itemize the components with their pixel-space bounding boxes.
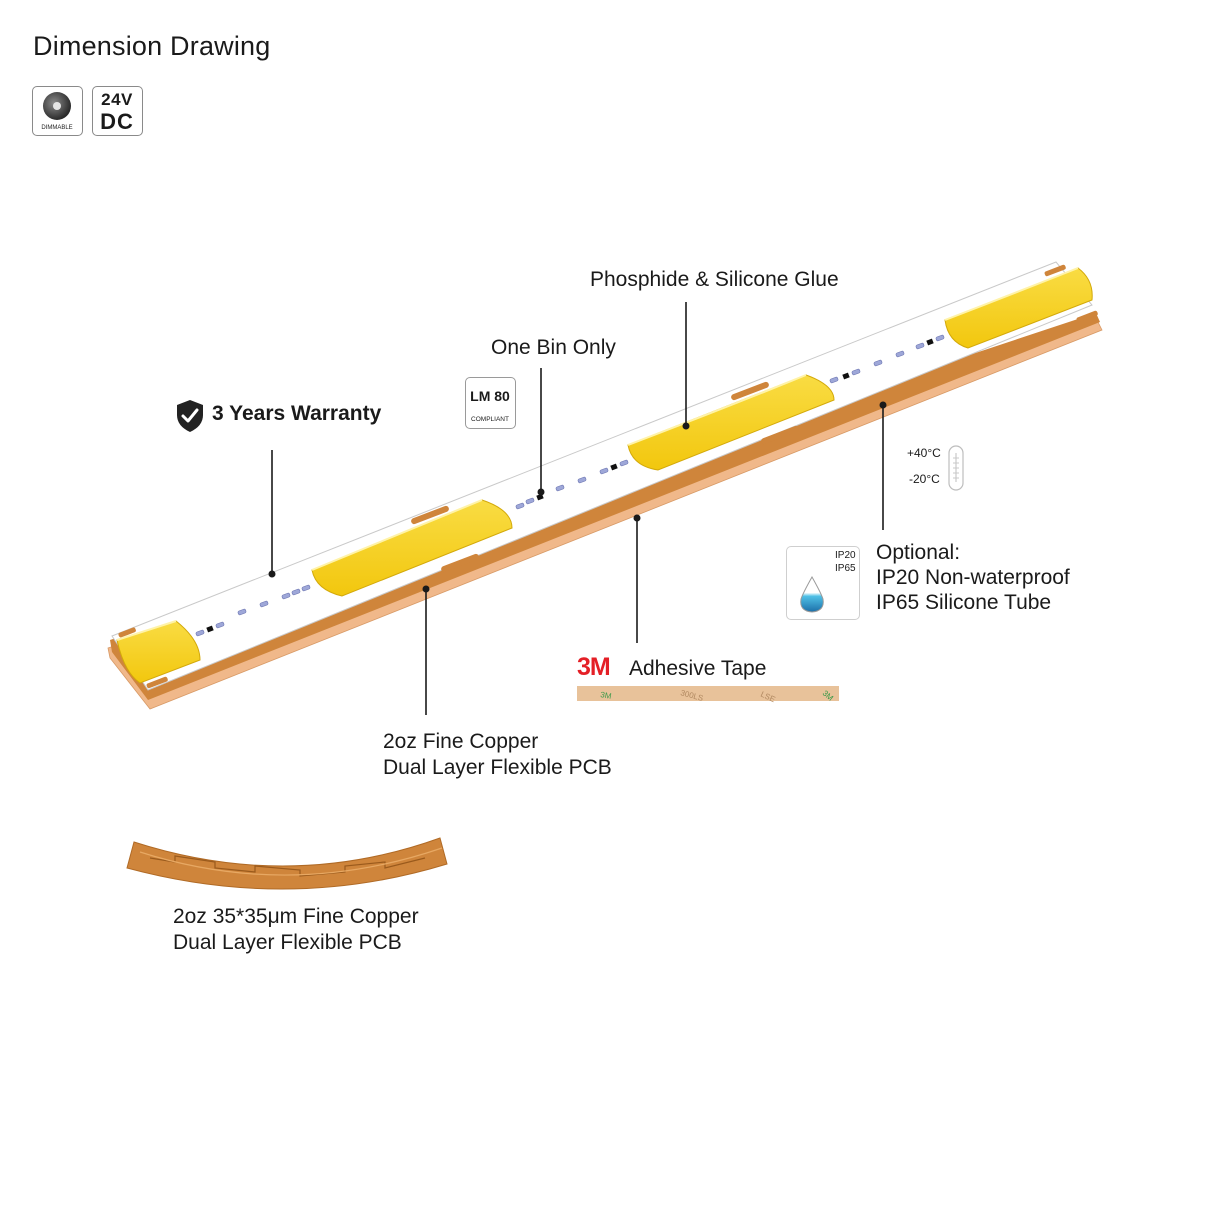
page-title: Dimension Drawing [33, 31, 271, 61]
ip-line1: IP20 [835, 550, 856, 561]
warranty-label: 3 Years Warranty [212, 402, 382, 425]
voltage-line2: DC [100, 109, 134, 134]
ip-line2: IP65 [835, 563, 856, 574]
cross-section-line1: 2oz 35*35μm Fine Copper [173, 905, 419, 928]
pcb-line2: Dual Layer Flexible PCB [383, 756, 612, 779]
shield-check-icon [177, 400, 203, 432]
leader-lines [268, 302, 887, 715]
tape-sample: 3M 300LS LSE 3M [577, 686, 839, 704]
solder-pads [118, 264, 1098, 689]
svg-text:3M: 3M [600, 690, 613, 701]
voltage-line1: 24V [101, 90, 133, 109]
phosphor-segment-3 [627, 374, 835, 471]
phosphor-segments [116, 267, 1093, 684]
adhesive-tape-label: Adhesive Tape [629, 657, 767, 680]
dimmable-icon [43, 92, 71, 120]
lm80-line1: LM 80 [470, 388, 510, 404]
pcb-cross-section [126, 837, 448, 890]
phosphor-segment-4 [944, 267, 1093, 349]
pcb-top [111, 261, 1093, 691]
optional-line1: Optional: [876, 541, 961, 564]
thermometer-icon [948, 445, 964, 491]
temp-low: -20°C [909, 472, 940, 486]
optional-line3: IP65 Silicone Tube [876, 591, 1052, 614]
voltage-badge: 24V DC [92, 86, 143, 136]
water-drop-icon [800, 575, 824, 613]
phosphide-label: Phosphide & Silicone Glue [590, 268, 839, 291]
dimmable-badge: DIMMABLE [32, 86, 83, 136]
brand-3m-logo: 3M [577, 653, 611, 681]
one-bin-label: One Bin Only [491, 336, 616, 359]
optional-line2: IP20 Non-waterproof [876, 566, 1070, 589]
phosphor-segment-1 [116, 620, 201, 684]
ip-badge: IP20 IP65 [786, 546, 860, 620]
lm80-line2: COMPLIANT [471, 416, 509, 423]
pcb-line1: 2oz Fine Copper [383, 730, 539, 753]
phosphor-segment-2 [311, 499, 513, 597]
cross-section-line2: Dual Layer Flexible PCB [173, 931, 402, 954]
temp-high: +40°C [907, 446, 941, 460]
lm80-badge: LM 80 COMPLIANT [465, 377, 516, 429]
dimmable-label: DIMMABLE [41, 125, 73, 131]
